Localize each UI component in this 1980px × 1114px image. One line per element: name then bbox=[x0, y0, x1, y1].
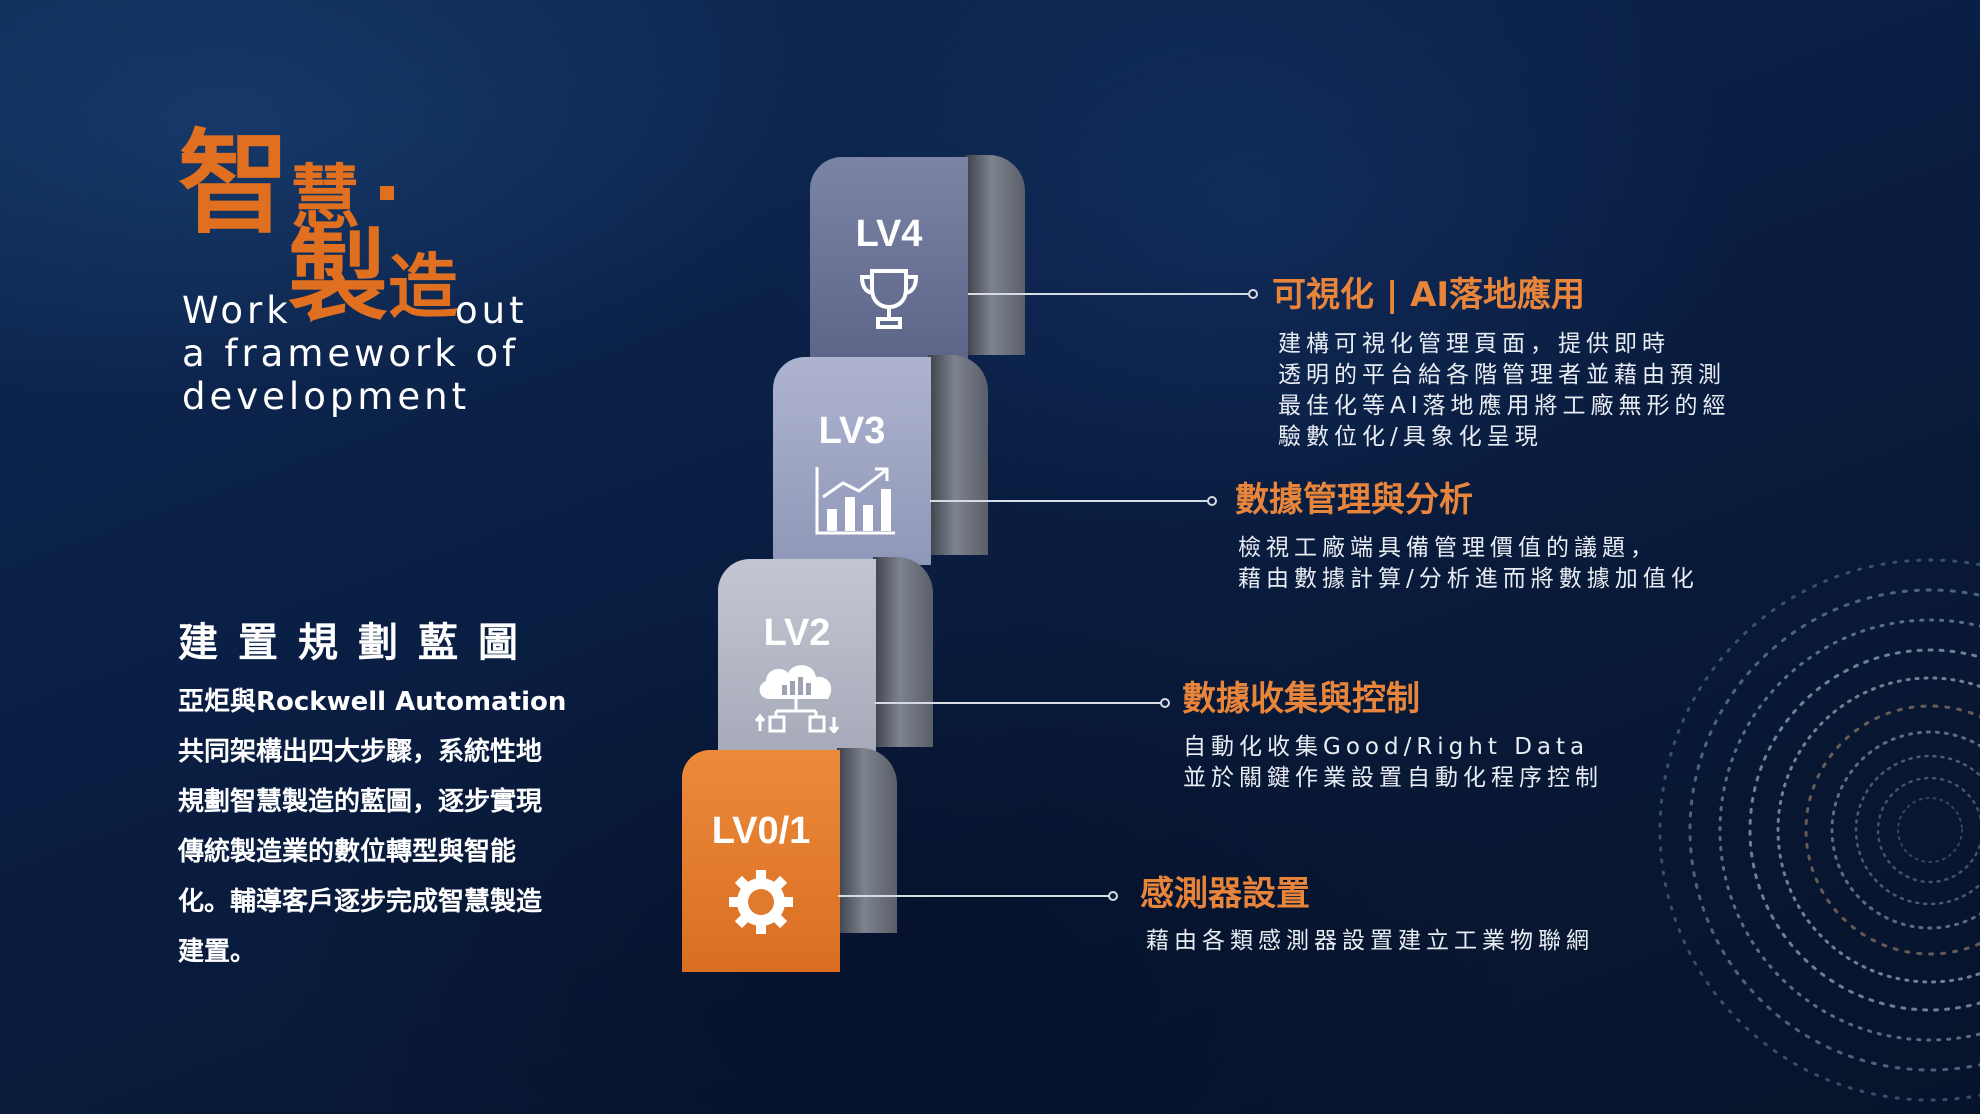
lv01-desc-line: 藉由各類感測器設置建立工業物聯網 bbox=[1146, 928, 1594, 954]
step-lv4: LV4 bbox=[810, 155, 1025, 362]
lv2-desc-line: 自動化收集Good/Right Data bbox=[1183, 734, 1590, 760]
step-lv3: LV3 bbox=[773, 355, 988, 565]
section-body-line: 建置。 bbox=[178, 937, 257, 967]
lv2-desc: 自動化收集Good/Right Data 並於關鍵作業設置自動化程序控制 bbox=[1183, 732, 1603, 794]
section-body-line: 規劃智慧製造的藍圖，逐步實現 bbox=[178, 787, 543, 817]
connector-lv01 bbox=[838, 891, 1118, 901]
lv01-desc: 藉由各類感測器設置建立工業物聯網 bbox=[1146, 926, 1594, 957]
section-body-line: 亞炬與Rockwell Automation bbox=[178, 687, 567, 717]
lv3-desc-line: 藉由數據計算/分析進而將數據加值化 bbox=[1238, 566, 1699, 592]
lv01-title: 感測器設置 bbox=[1140, 874, 1310, 914]
step-lv4-label: LV4 bbox=[855, 213, 923, 255]
section-body-line: 傳統製造業的數位轉型與智能 bbox=[178, 837, 517, 867]
connector-dot bbox=[1248, 289, 1258, 299]
lv3-desc-line: 檢視工廠端具備管理價值的議題， bbox=[1238, 535, 1658, 561]
title-char-zao: 造 bbox=[388, 245, 458, 328]
lv2-title: 數據收集與控制 bbox=[1182, 679, 1420, 719]
step-lv3-label: LV3 bbox=[818, 410, 886, 452]
step-lv2-label: LV2 bbox=[763, 612, 831, 654]
lv4-desc-line: 透明的平台給各階管理者並藉由預測 bbox=[1278, 362, 1726, 388]
connector-dot bbox=[1108, 891, 1118, 901]
connector-lv2 bbox=[875, 698, 1170, 708]
trophy-icon bbox=[858, 267, 920, 335]
lv4-desc-line: 最佳化等AI落地應用將工廠無形的經 bbox=[1278, 393, 1731, 419]
gear-icon bbox=[727, 868, 795, 940]
lv3-title: 數據管理與分析 bbox=[1235, 480, 1473, 520]
title-dot bbox=[380, 186, 394, 200]
lv2-desc-line: 並於關鍵作業設置自動化程序控制 bbox=[1183, 765, 1603, 791]
section-heading: 建置規劃藍圖 bbox=[178, 620, 538, 666]
title-en-out: out bbox=[455, 289, 528, 332]
step-lv01-face bbox=[682, 750, 840, 972]
step-lv4-fold bbox=[965, 155, 1025, 355]
title-en-line3: development bbox=[182, 375, 471, 418]
lv4-title: 可視化 | AI落地應用 bbox=[1272, 275, 1586, 315]
chart-growth-icon bbox=[813, 463, 897, 543]
dotted-spiral-decoration bbox=[1658, 558, 1980, 1102]
lv4-desc-line: 驗數位化/具象化呈現 bbox=[1278, 424, 1543, 450]
connector-dot bbox=[1160, 698, 1170, 708]
title-char-zhi2: 製 bbox=[288, 217, 388, 335]
lv4-desc: 建構可視化管理頁面，提供即時 透明的平台給各階管理者並藉由預測 最佳化等AI落地… bbox=[1278, 329, 1731, 453]
title-char-zhi: 智 bbox=[178, 118, 290, 249]
step-lv2: LV2 bbox=[718, 557, 933, 757]
lv4-desc-line: 建構可視化管理頁面，提供即時 bbox=[1278, 331, 1670, 357]
section-body-line: 共同架構出四大步驟，系統性地 bbox=[178, 737, 543, 767]
connector-lv3 bbox=[930, 496, 1217, 506]
title-en-line2: a framework of bbox=[182, 332, 520, 375]
step-lv01-fold bbox=[837, 748, 897, 933]
step-lv2-face bbox=[718, 559, 876, 757]
step-lv01: LV0/1 bbox=[682, 748, 897, 972]
section-body-line: 化。輔導客戶逐步完成智慧製造 bbox=[178, 887, 543, 917]
cloud-data-icon bbox=[752, 661, 842, 737]
step-lv3-fold bbox=[928, 355, 988, 555]
connector-lv4 bbox=[968, 289, 1258, 299]
step-lv2-fold bbox=[873, 557, 933, 747]
section-body: 亞炬與Rockwell Automation 共同架構出四大步驟，系統性地 規劃… bbox=[178, 677, 598, 977]
step-lv01-label: LV0/1 bbox=[711, 810, 811, 852]
title-cn-line2: 製造 bbox=[288, 226, 458, 326]
title-en-work: Work bbox=[182, 289, 292, 332]
title-cn-line1: 智慧 bbox=[178, 128, 360, 240]
connector-dot bbox=[1207, 496, 1217, 506]
lv3-desc: 檢視工廠端具備管理價值的議題， 藉由數據計算/分析進而將數據加值化 bbox=[1238, 533, 1699, 595]
title-char-hui: 慧 bbox=[290, 156, 360, 239]
